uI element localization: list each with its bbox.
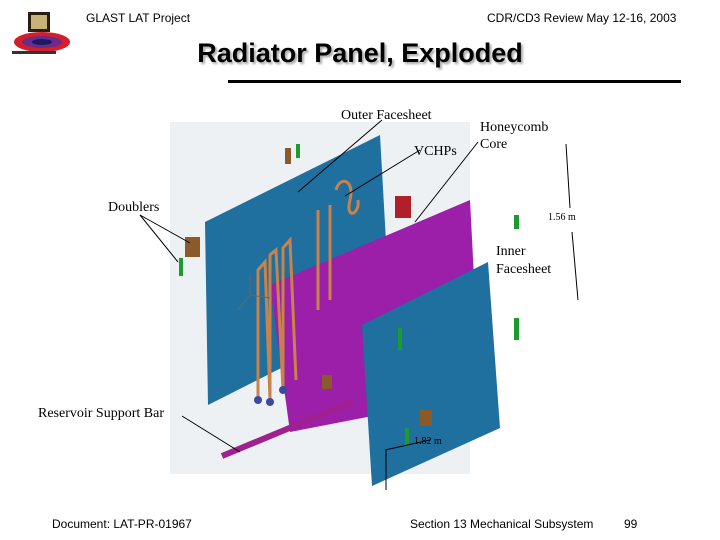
axis-triad — [237, 275, 271, 311]
slide-title: Radiator Panel, Exploded — [197, 38, 523, 68]
label-dim-height: 1.56 m — [548, 212, 576, 223]
title-divider — [228, 80, 681, 83]
label-honeycomb-1: Honeycomb — [480, 120, 549, 135]
label-reservoir: Reservoir Support Bar — [38, 406, 164, 421]
label-inner-2: Facesheet — [496, 262, 552, 277]
dim-height-line — [565, 143, 571, 209]
vchp-pipes — [256, 179, 360, 401]
page-number: 99 — [624, 517, 638, 531]
label-inner-1: Inner — [496, 244, 526, 259]
doubler — [514, 318, 519, 340]
label-vchps: VCHPs — [414, 144, 457, 159]
doubler — [395, 196, 411, 218]
vchp-reservoir — [279, 386, 287, 394]
outer-facesheet-panel — [205, 135, 390, 405]
vchp-reservoir — [266, 398, 274, 406]
label-honeycomb-2: Core — [480, 137, 508, 152]
project-name: GLAST LAT Project — [86, 11, 191, 25]
section-title: Section 13 Mechanical Subsystem — [410, 517, 594, 531]
doubler — [420, 410, 432, 426]
leader-vchps — [344, 149, 421, 197]
leader-outer-facesheet — [297, 119, 383, 193]
inner-facesheet-panel — [362, 262, 500, 486]
document-number: Document: LAT-PR-01967 — [52, 517, 192, 531]
label-outer-facesheet: Outer Facesheet — [341, 108, 432, 123]
label-dim-width: 1.82 m — [414, 436, 442, 447]
reservoir-support-bar — [220, 399, 354, 459]
doubler — [185, 237, 200, 257]
doubler — [285, 148, 291, 164]
leader-doublers-2 — [139, 214, 179, 263]
leader-reservoir — [181, 415, 241, 453]
doubler — [514, 215, 519, 229]
leader-honeycomb — [414, 141, 479, 223]
doubler — [179, 258, 183, 276]
glast-logo — [12, 12, 70, 54]
label-doublers: Doublers — [108, 200, 160, 215]
doubler — [322, 375, 332, 389]
dim-width-line — [384, 439, 431, 451]
doubler — [405, 428, 409, 446]
dim-height-line — [571, 231, 579, 301]
review-date: CDR/CD3 Review May 12-16, 2003 — [487, 11, 677, 25]
doubler — [296, 144, 300, 158]
doubler — [398, 328, 402, 350]
vchp-reservoir — [254, 396, 262, 404]
leader-doublers-1 — [139, 214, 191, 244]
